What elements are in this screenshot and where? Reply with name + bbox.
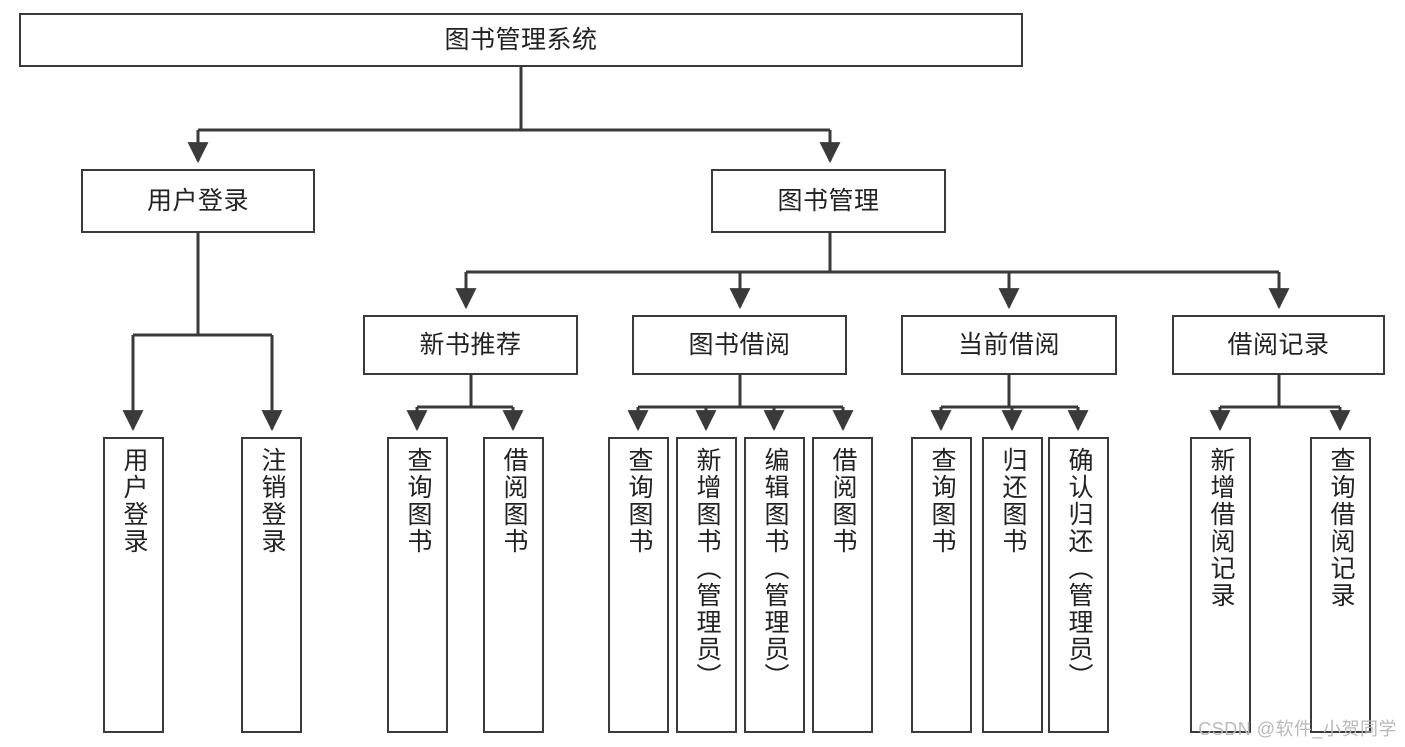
leaf-confirm-return-admin-label: 确认归还（管理员） xyxy=(1065,447,1093,690)
leaf-borrow-book-recommend[interactable]: 借阅图书 xyxy=(483,437,544,733)
leaf-return-book[interactable]: 归还图书 xyxy=(982,437,1043,733)
node-book-management[interactable]: 图书管理 xyxy=(711,169,946,233)
leaf-logout-label: 注销登录 xyxy=(258,447,286,555)
leaf-add-book-admin[interactable]: 新增图书（管理员） xyxy=(676,437,737,733)
leaf-add-borrow-record[interactable]: 新增借阅记录 xyxy=(1190,437,1251,733)
node-new-book-recommend-label: 新书推荐 xyxy=(419,330,522,359)
node-current-borrow-label: 当前借阅 xyxy=(957,330,1060,359)
leaf-query-book-current[interactable]: 查询图书 xyxy=(911,437,972,733)
leaf-query-book-borrow[interactable]: 查询图书 xyxy=(608,437,669,733)
node-user-login-label: 用户登录 xyxy=(146,186,249,215)
leaf-user-login-label: 用户登录 xyxy=(120,447,148,555)
leaf-query-book-recommend-label: 查询图书 xyxy=(404,447,432,555)
node-user-login[interactable]: 用户登录 xyxy=(81,169,315,233)
node-book-borrow[interactable]: 图书借阅 xyxy=(632,315,847,375)
leaf-query-book-recommend[interactable]: 查询图书 xyxy=(387,437,448,733)
node-borrow-record-label: 借阅记录 xyxy=(1227,330,1330,359)
watermark: CSDN @软件_小贺同学 xyxy=(1198,719,1397,739)
leaf-add-book-admin-label: 新增图书（管理员） xyxy=(693,447,721,690)
leaf-borrow-book-label: 借阅图书 xyxy=(829,447,857,555)
leaf-borrow-book-recommend-label: 借阅图书 xyxy=(500,447,528,555)
leaf-query-borrow-record-label: 查询借阅记录 xyxy=(1327,447,1355,609)
node-new-book-recommend[interactable]: 新书推荐 xyxy=(363,315,578,375)
leaf-edit-book-admin-label: 编辑图书（管理员） xyxy=(761,447,789,690)
leaf-borrow-book[interactable]: 借阅图书 xyxy=(812,437,873,733)
leaf-add-borrow-record-label: 新增借阅记录 xyxy=(1207,447,1235,609)
leaf-logout[interactable]: 注销登录 xyxy=(241,437,302,733)
leaf-query-book-borrow-label: 查询图书 xyxy=(625,447,653,555)
leaf-edit-book-admin[interactable]: 编辑图书（管理员） xyxy=(744,437,805,733)
node-current-borrow[interactable]: 当前借阅 xyxy=(901,315,1117,375)
leaf-user-login[interactable]: 用户登录 xyxy=(103,437,164,733)
leaf-confirm-return-admin[interactable]: 确认归还（管理员） xyxy=(1048,437,1109,733)
node-root-label: 图书管理系统 xyxy=(444,25,598,54)
node-book-borrow-label: 图书借阅 xyxy=(688,330,791,359)
node-book-management-label: 图书管理 xyxy=(777,186,880,215)
leaf-query-borrow-record[interactable]: 查询借阅记录 xyxy=(1310,437,1371,733)
leaf-return-book-label: 归还图书 xyxy=(999,447,1027,555)
node-borrow-record[interactable]: 借阅记录 xyxy=(1172,315,1385,375)
node-root[interactable]: 图书管理系统 xyxy=(19,13,1023,67)
leaf-query-book-current-label: 查询图书 xyxy=(928,447,956,555)
